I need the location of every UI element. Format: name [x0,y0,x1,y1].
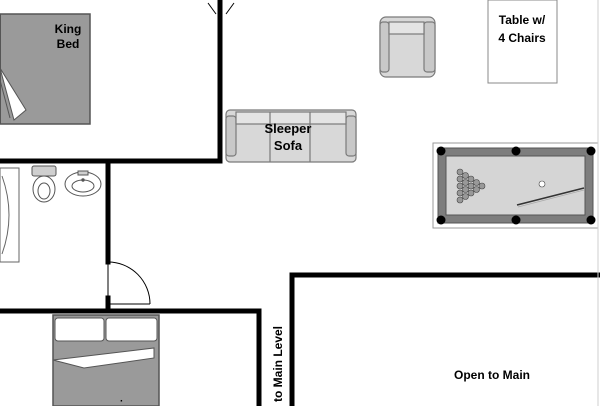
svg-text:·: · [120,396,123,406]
sleeper-sofa: Sleeper Sofa [225,109,357,163]
open-to-main-label: Open to Main [454,368,530,382]
bed-bedroom2: · [52,314,160,406]
king-bed: King Bed [0,13,91,125]
cue-ball [538,180,546,188]
stairs-label: to Main Level [271,326,285,402]
table-with-chairs: Table w/ 4 Chairs [487,0,558,84]
armchair [379,16,436,78]
door-swing-top [207,2,235,15]
sofa-label-line1: Sleeper [265,121,312,136]
bed-sheet-fold [52,347,155,369]
king-bed-label-line2: Bed [57,37,80,51]
king-bed-label-line1: King [55,22,82,36]
table-label-line1: Table w/ [499,13,546,27]
sink [64,170,102,197]
cue-stick [516,187,585,206]
pool-table [432,142,599,229]
door-swing-hallway [107,261,151,305]
table-label-line2: 4 Chairs [498,31,546,45]
pool-pockets [436,146,596,225]
sofa-label-line2: Sofa [274,138,303,153]
toilet [31,165,57,203]
bathtub [0,167,20,263]
pool-balls-rack [456,168,486,204]
